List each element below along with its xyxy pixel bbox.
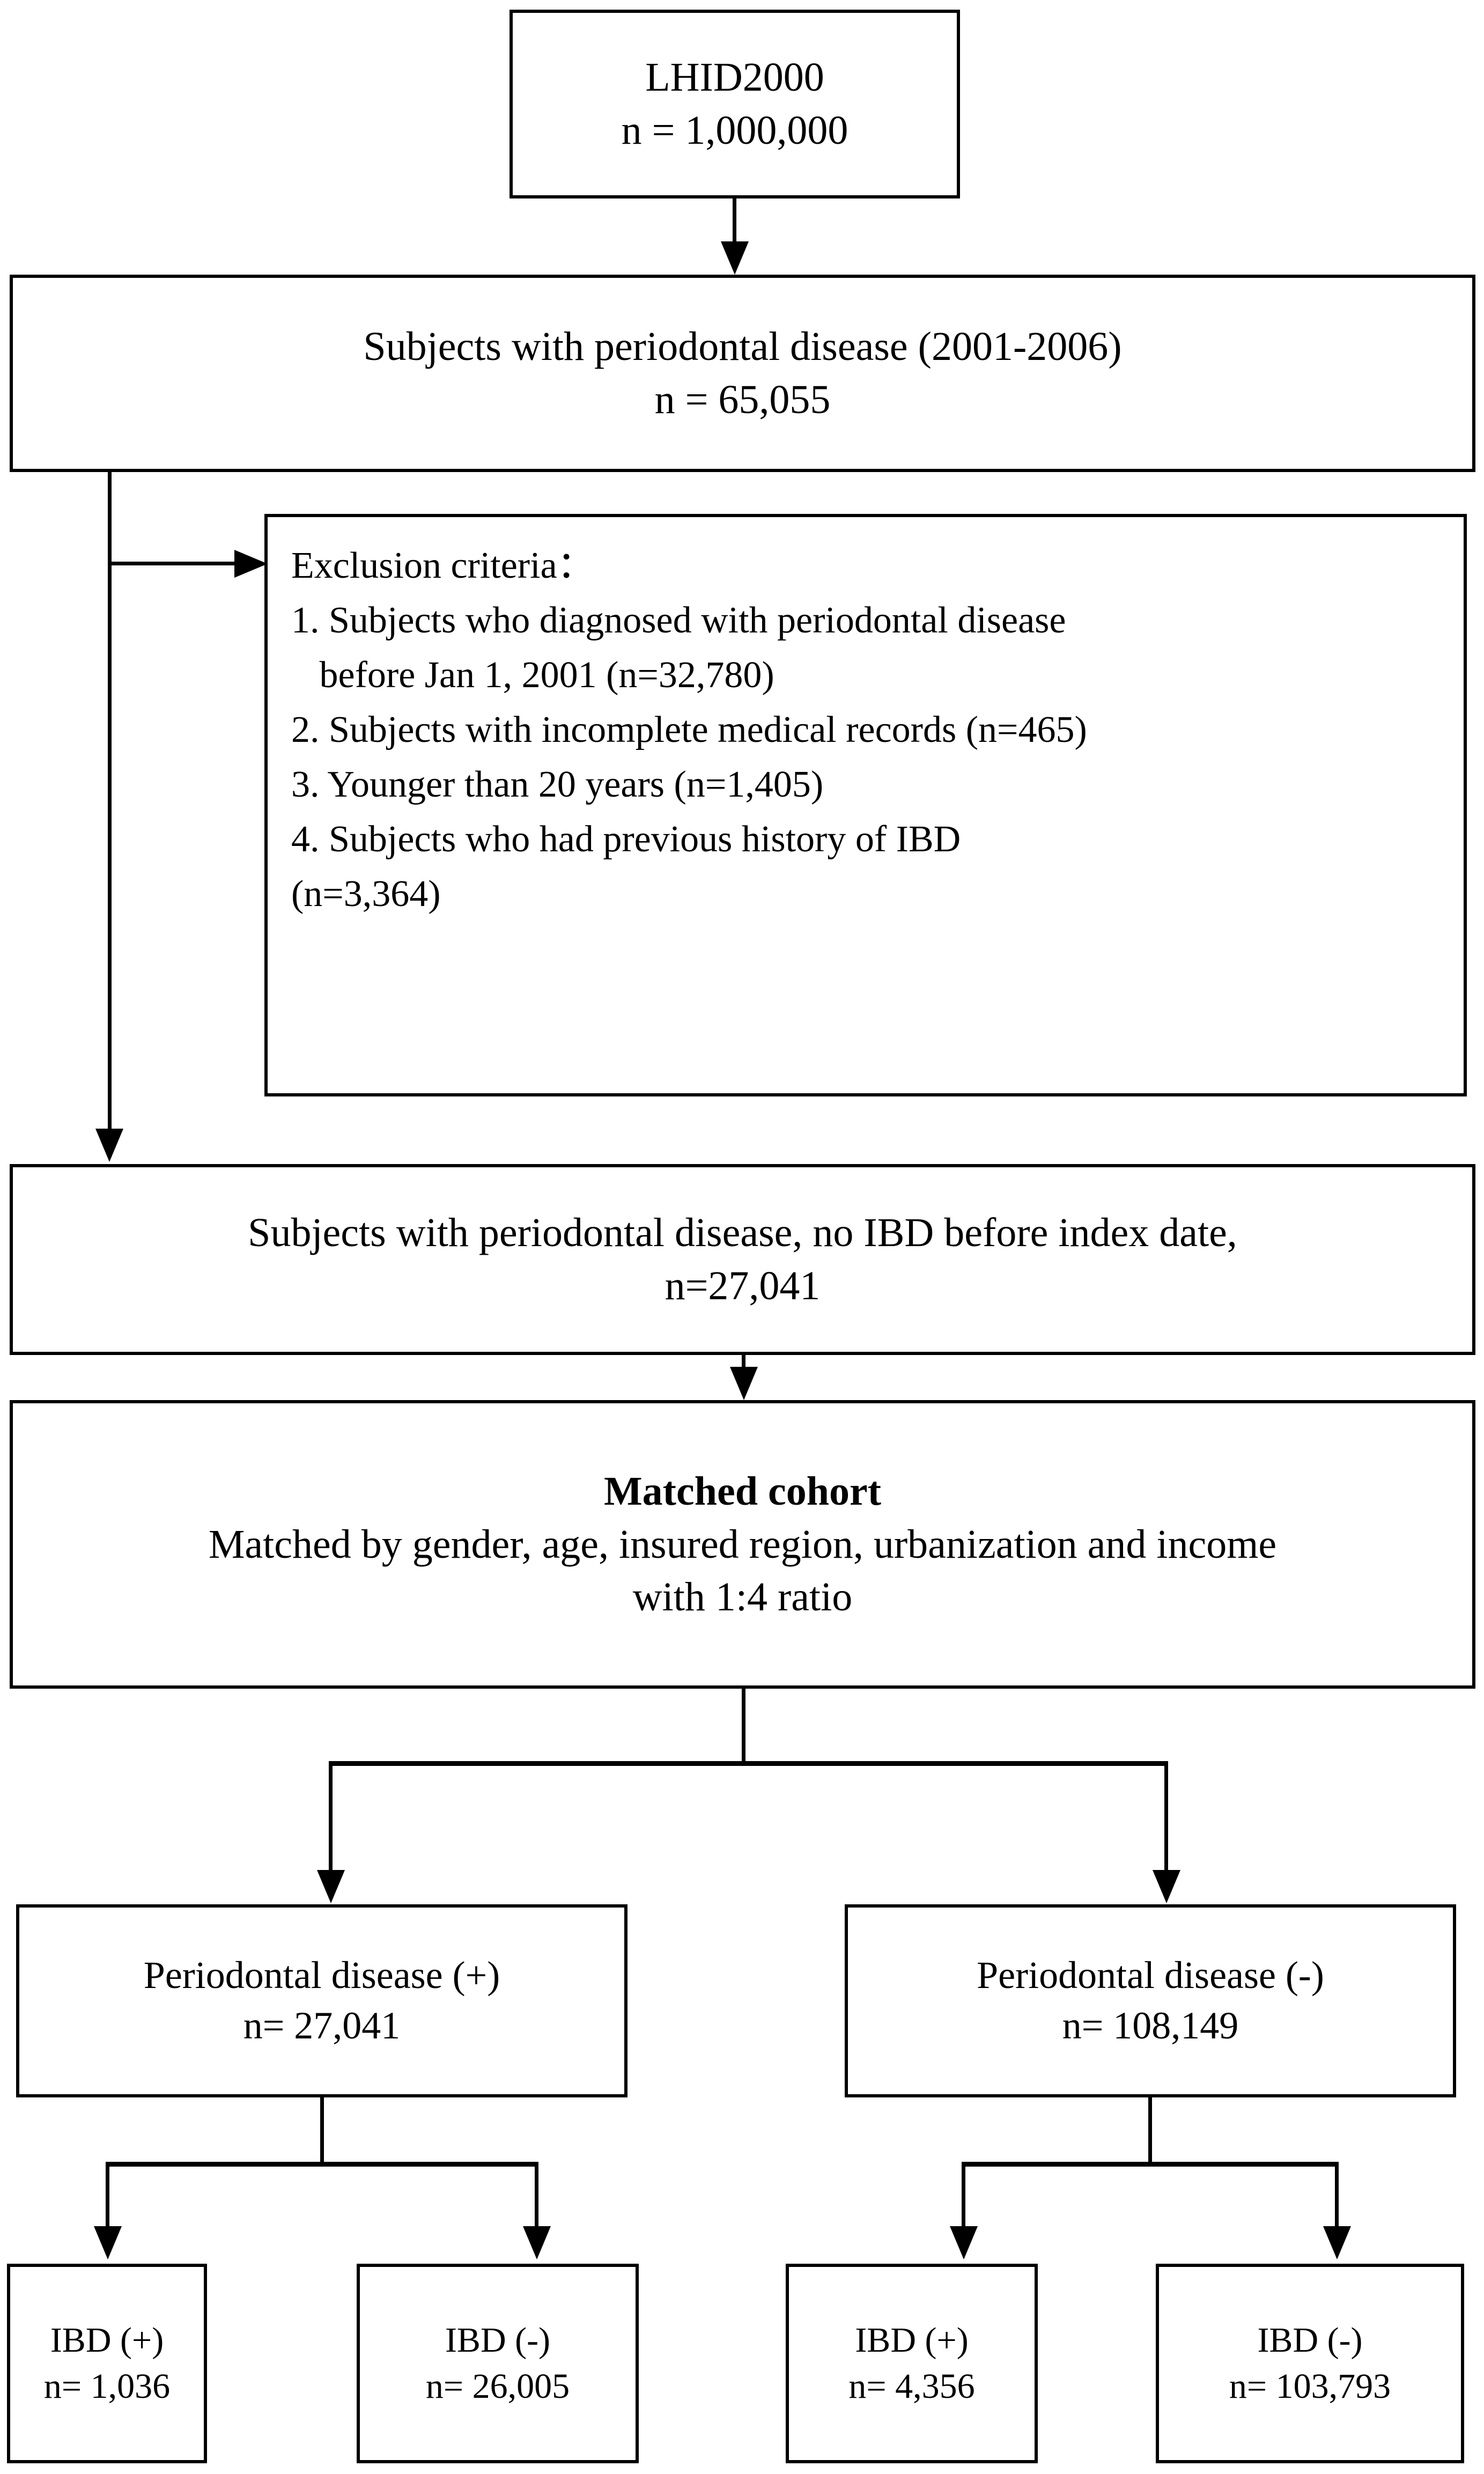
node-pdpos-ibd-negative-count: n= 26,005: [425, 2367, 570, 2406]
node-exclusion-criteria: Exclusion criteria： 1. Subjects who diag…: [264, 514, 1467, 1096]
node-pdneg-ibd-negative: IBD (-) n= 103,793: [1156, 2264, 1464, 2463]
arrowhead-pdneg-to-ibd-negative: [1323, 2226, 1351, 2259]
connector-pdneg-stem: [1148, 2097, 1152, 2165]
connector-pdneg-right-drop: [1335, 2162, 1339, 2230]
node-eligible-subjects: Subjects with periodontal disease, no IB…: [10, 1164, 1475, 1355]
arrowhead-spine-to-eligible: [95, 1129, 123, 1162]
node-pdneg-ibd-positive-count: n= 4,356: [848, 2367, 975, 2406]
node-periodontal-negative-count: n= 108,149: [1062, 2004, 1239, 2047]
arrowhead-pdpos-to-ibd-positive: [94, 2226, 122, 2259]
node-lhid2000: LHID2000 n = 1,000,000: [510, 10, 960, 198]
node-pdneg-ibd-positive-label: IBD (+): [855, 2321, 969, 2360]
node-pdneg-ibd-positive: IBD (+) n= 4,356: [786, 2264, 1038, 2463]
node-matched-cohort-line2: with 1:4 ratio: [632, 1574, 853, 1620]
node-pdpos-ibd-positive: IBD (+) n= 1,036: [7, 2264, 207, 2463]
node-periodontal-positive-label: Periodontal disease (+): [143, 1954, 500, 1997]
node-pdpos-ibd-positive-count: n= 1,036: [43, 2367, 171, 2406]
connector-lhid-to-periodontal: [733, 198, 736, 244]
arrowhead-matched-to-pd-negative: [1153, 1870, 1180, 1903]
connector-spine-periodontal-to-eligible: [108, 472, 112, 1132]
connector-matched-left-drop: [329, 1761, 333, 1875]
exclusion-heading: Exclusion criteria：: [291, 545, 595, 586]
node-periodontal-positive: Periodontal disease (+) n= 27,041: [16, 1904, 627, 2097]
node-pdneg-ibd-negative-label: IBD (-): [1257, 2321, 1363, 2360]
connector-spine-to-exclusion: [108, 562, 241, 565]
node-lhid2000-line2: n = 1,000,000: [621, 108, 848, 153]
node-matched-cohort: Matched cohort Matched by gender, age, i…: [10, 1400, 1475, 1689]
exclusion-item-1: 1. Subjects who diagnosed with periodont…: [291, 600, 1066, 641]
connector-eligible-to-matched: [742, 1355, 745, 1370]
arrowhead-spine-to-exclusion: [234, 550, 268, 578]
exclusion-item-3: 3. Younger than 20 years (n=1,405): [291, 764, 824, 805]
node-matched-cohort-title: Matched cohort: [603, 1468, 882, 1514]
node-pdpos-ibd-negative: IBD (-) n= 26,005: [357, 2264, 639, 2463]
node-periodontal-negative: Periodontal disease (-) n= 108,149: [845, 1904, 1456, 2097]
node-eligible-subjects-line2: n=27,041: [665, 1263, 821, 1308]
connector-pdneg-crossbar: [962, 2162, 1339, 2167]
node-lhid2000-line1: LHID2000: [645, 55, 824, 100]
arrowhead-pdpos-to-ibd-negative: [523, 2226, 551, 2259]
node-pdpos-ibd-positive-label: IBD (+): [50, 2321, 164, 2360]
node-periodontal-cohort: Subjects with periodontal disease (2001-…: [10, 275, 1475, 472]
connector-matched-crossbar: [329, 1761, 1168, 1766]
connector-matched-right-drop: [1164, 1761, 1168, 1875]
node-eligible-subjects-line1: Subjects with periodontal disease, no IB…: [248, 1210, 1237, 1256]
node-periodontal-positive-count: n= 27,041: [243, 2004, 401, 2047]
node-periodontal-cohort-line2: n = 65,055: [654, 377, 831, 422]
node-pdneg-ibd-negative-count: n= 103,793: [1229, 2367, 1391, 2406]
connector-pdpos-right-drop: [535, 2162, 538, 2230]
connector-matched-stem: [742, 1689, 745, 1764]
exclusion-item-4: 4. Subjects who had previous history of …: [291, 819, 961, 860]
connector-pdpos-crossbar: [106, 2162, 538, 2167]
node-periodontal-cohort-line1: Subjects with periodontal disease (2001-…: [363, 324, 1122, 370]
arrowhead-lhid-to-periodontal: [721, 241, 749, 275]
exclusion-item-1-cont: before Jan 1, 2001 (n=32,780): [291, 654, 774, 696]
exclusion-item-2: 2. Subjects with incomplete medical reco…: [291, 709, 1087, 750]
node-periodontal-negative-label: Periodontal disease (-): [977, 1954, 1324, 1997]
exclusion-criteria-body: Exclusion criteria： 1. Subjects who diag…: [268, 517, 1087, 924]
node-matched-cohort-line1: Matched by gender, age, insured region, …: [208, 1521, 1277, 1567]
arrowhead-eligible-to-matched: [730, 1367, 758, 1400]
arrowhead-pdneg-to-ibd-positive: [950, 2226, 978, 2259]
connector-pdpos-stem: [320, 2097, 324, 2165]
exclusion-item-4-cont: (n=3,364): [291, 873, 441, 915]
node-pdpos-ibd-negative-label: IBD (-): [445, 2321, 551, 2360]
connector-pdpos-left-drop: [106, 2162, 109, 2230]
arrowhead-matched-to-pd-positive: [317, 1870, 345, 1903]
connector-pdneg-left-drop: [962, 2162, 965, 2230]
